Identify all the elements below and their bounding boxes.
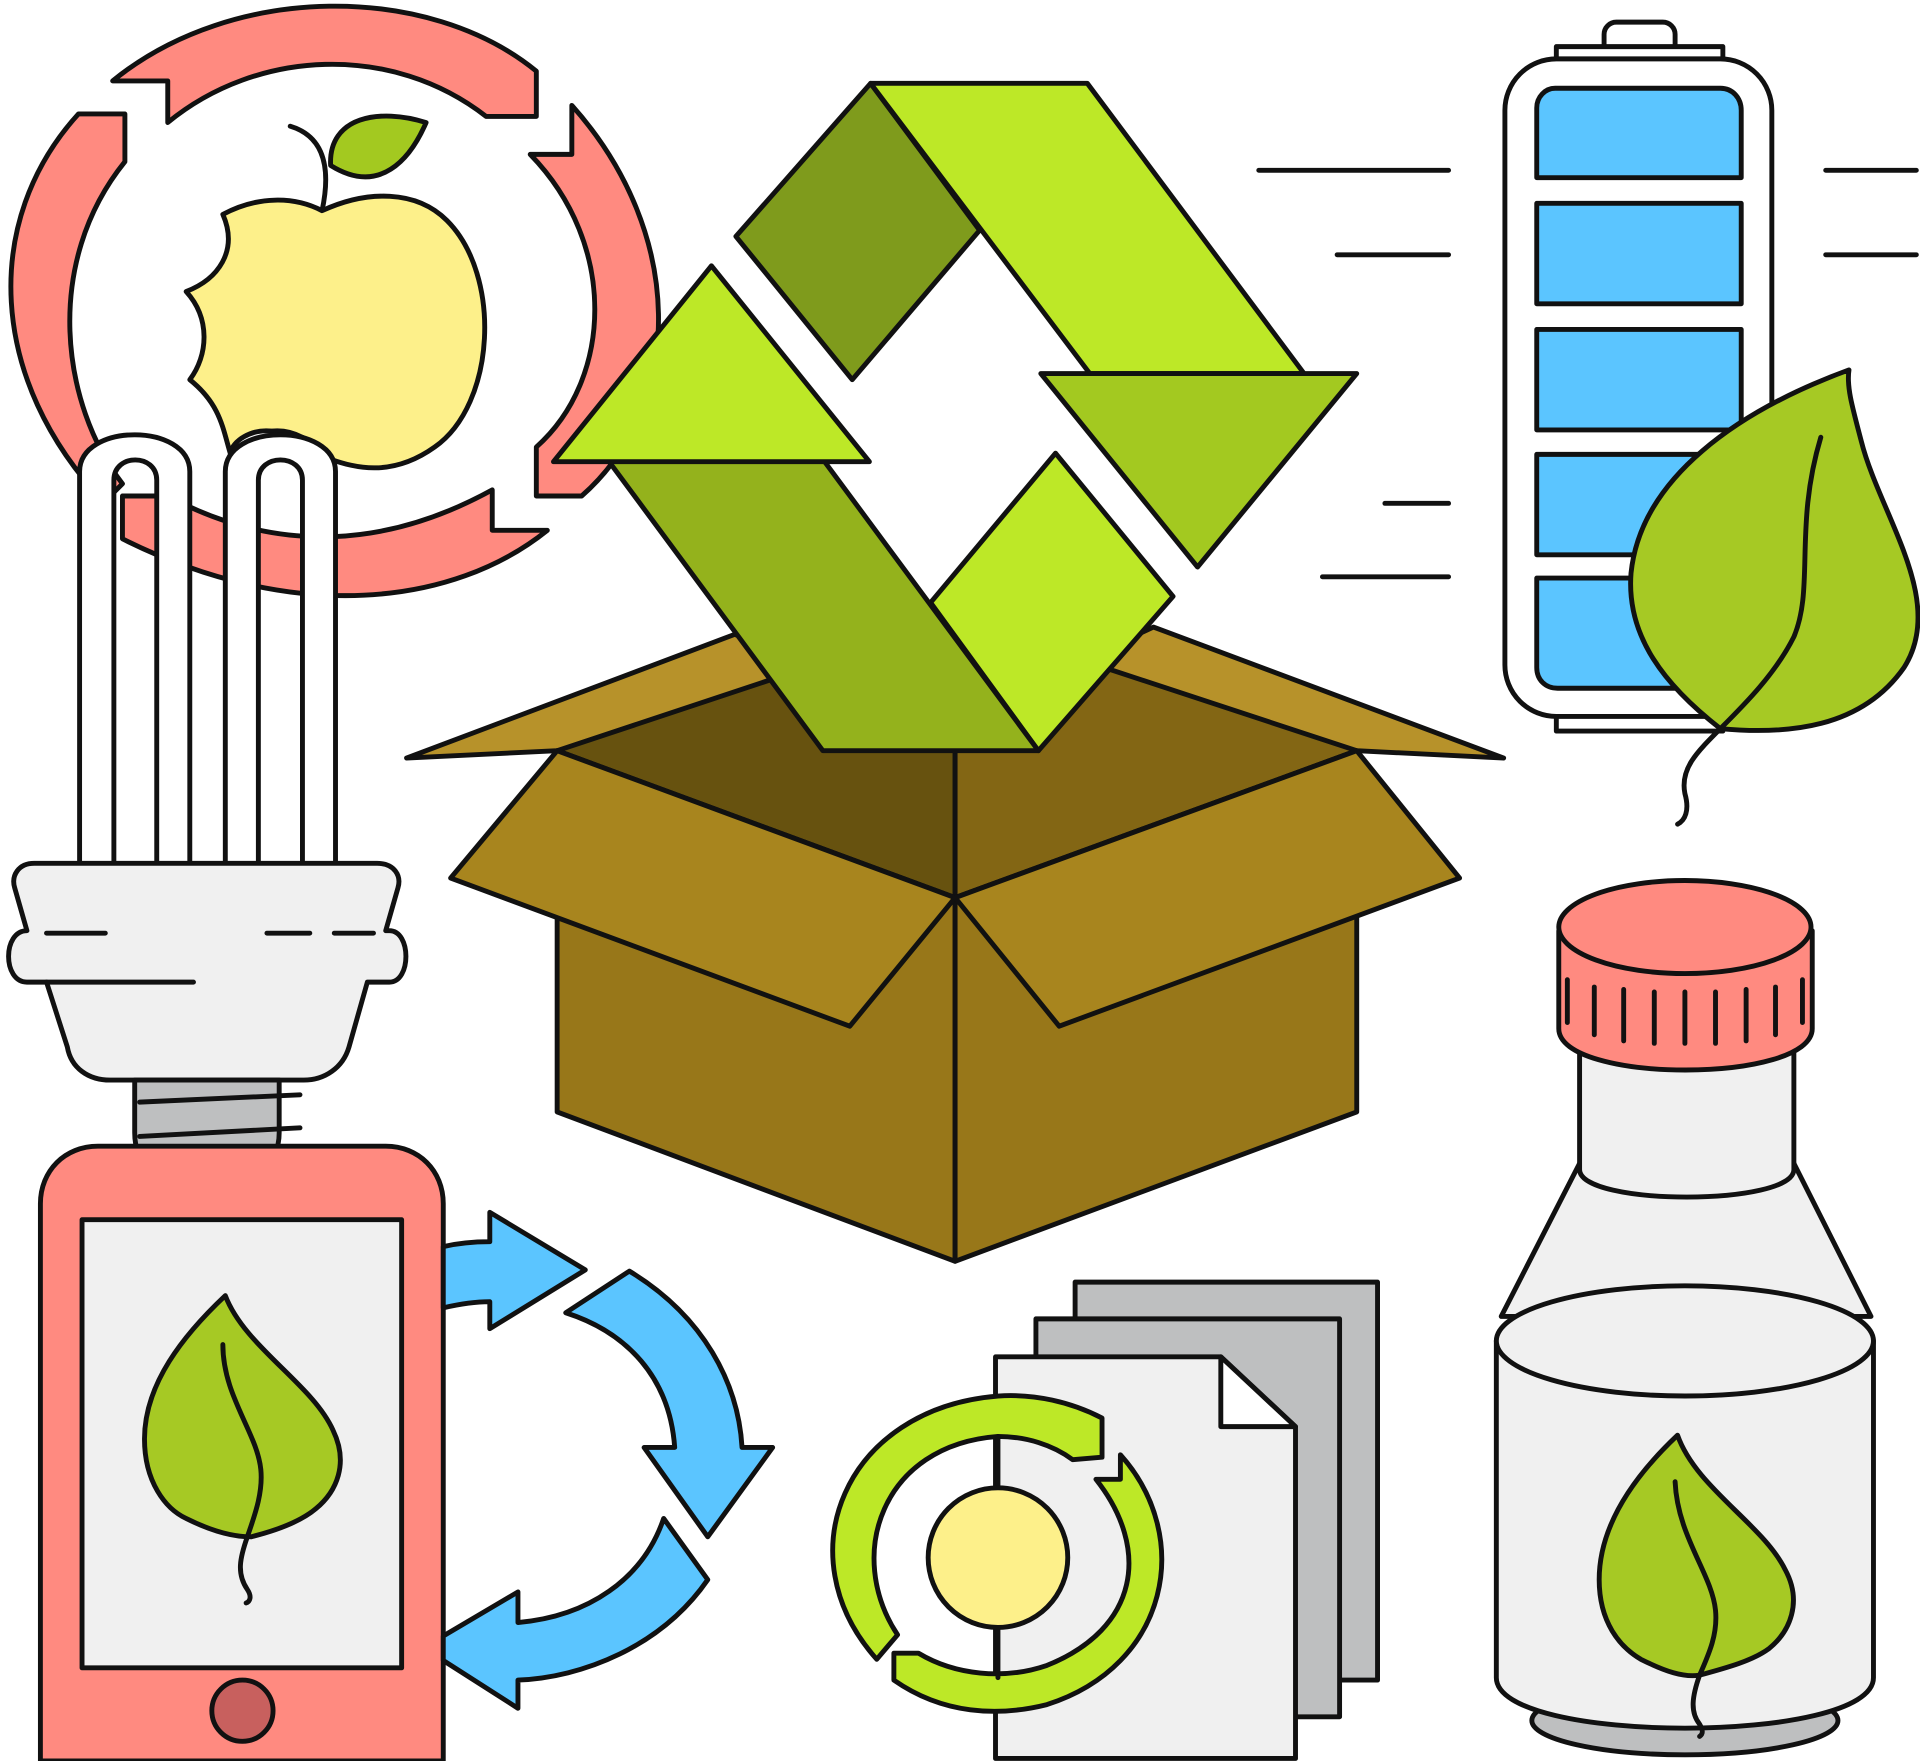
paper-sheet-fold (1218, 1354, 1298, 1430)
bottle-cap-top (1556, 878, 1814, 977)
bottle-icon (1493, 878, 1876, 1758)
apple-body (183, 193, 488, 471)
leaf-vein (1675, 434, 1824, 827)
apple-stem (287, 123, 329, 214)
battery-cell-2 (1534, 200, 1744, 307)
speed-lines (1256, 167, 1919, 580)
bulb-tube-left (77, 432, 193, 885)
swap-arrow-bottom (440, 1516, 711, 1711)
screw-thread-2 (137, 1125, 303, 1139)
circular-refresh-icon (830, 1393, 1165, 1714)
apple-leaf-icon (328, 113, 429, 180)
swap-arrow-top (440, 1209, 588, 1332)
swap-arrows-icon (440, 1209, 776, 1711)
refresh-arrow-lower (891, 1452, 1165, 1714)
recycle-arrowhead-left (551, 263, 872, 465)
cfl-light-bulb-icon (6, 432, 409, 1193)
bottle-leaf-vein (1672, 1479, 1719, 1739)
box-flap-front-right (952, 748, 1463, 1029)
refresh-arrow-upper (830, 1393, 1105, 1662)
box-flap-front-left (448, 748, 958, 1029)
bottle-body-rim (1493, 1283, 1876, 1399)
recycle-arrows-icon (551, 80, 1360, 754)
battery-cell-1 (1534, 85, 1744, 181)
screw-thread-1 (137, 1092, 303, 1105)
leaf-blade (1628, 367, 1920, 733)
bulb-base-collar (6, 860, 409, 1083)
battery-cell-3 (1534, 327, 1744, 433)
smartphone-icon (37, 1143, 446, 1761)
cardboard-box-icon (404, 616, 1507, 1264)
phone-leaf-vein (220, 1342, 264, 1606)
recycle-arrowhead-right (1038, 371, 1360, 570)
refresh-center-dot (925, 1485, 1071, 1630)
bottle-neck (1577, 1026, 1797, 1200)
swap-arrow-right (563, 1268, 776, 1540)
bottle-cap-ridges (1564, 977, 1805, 1046)
phone-home-button (209, 1677, 276, 1744)
leaf-icon (1628, 367, 1920, 827)
battery-bottom-rim (1553, 713, 1726, 734)
apple-icon (183, 113, 488, 471)
bulb-tube-right (222, 432, 338, 885)
circular-arrow-top (110, 3, 539, 125)
